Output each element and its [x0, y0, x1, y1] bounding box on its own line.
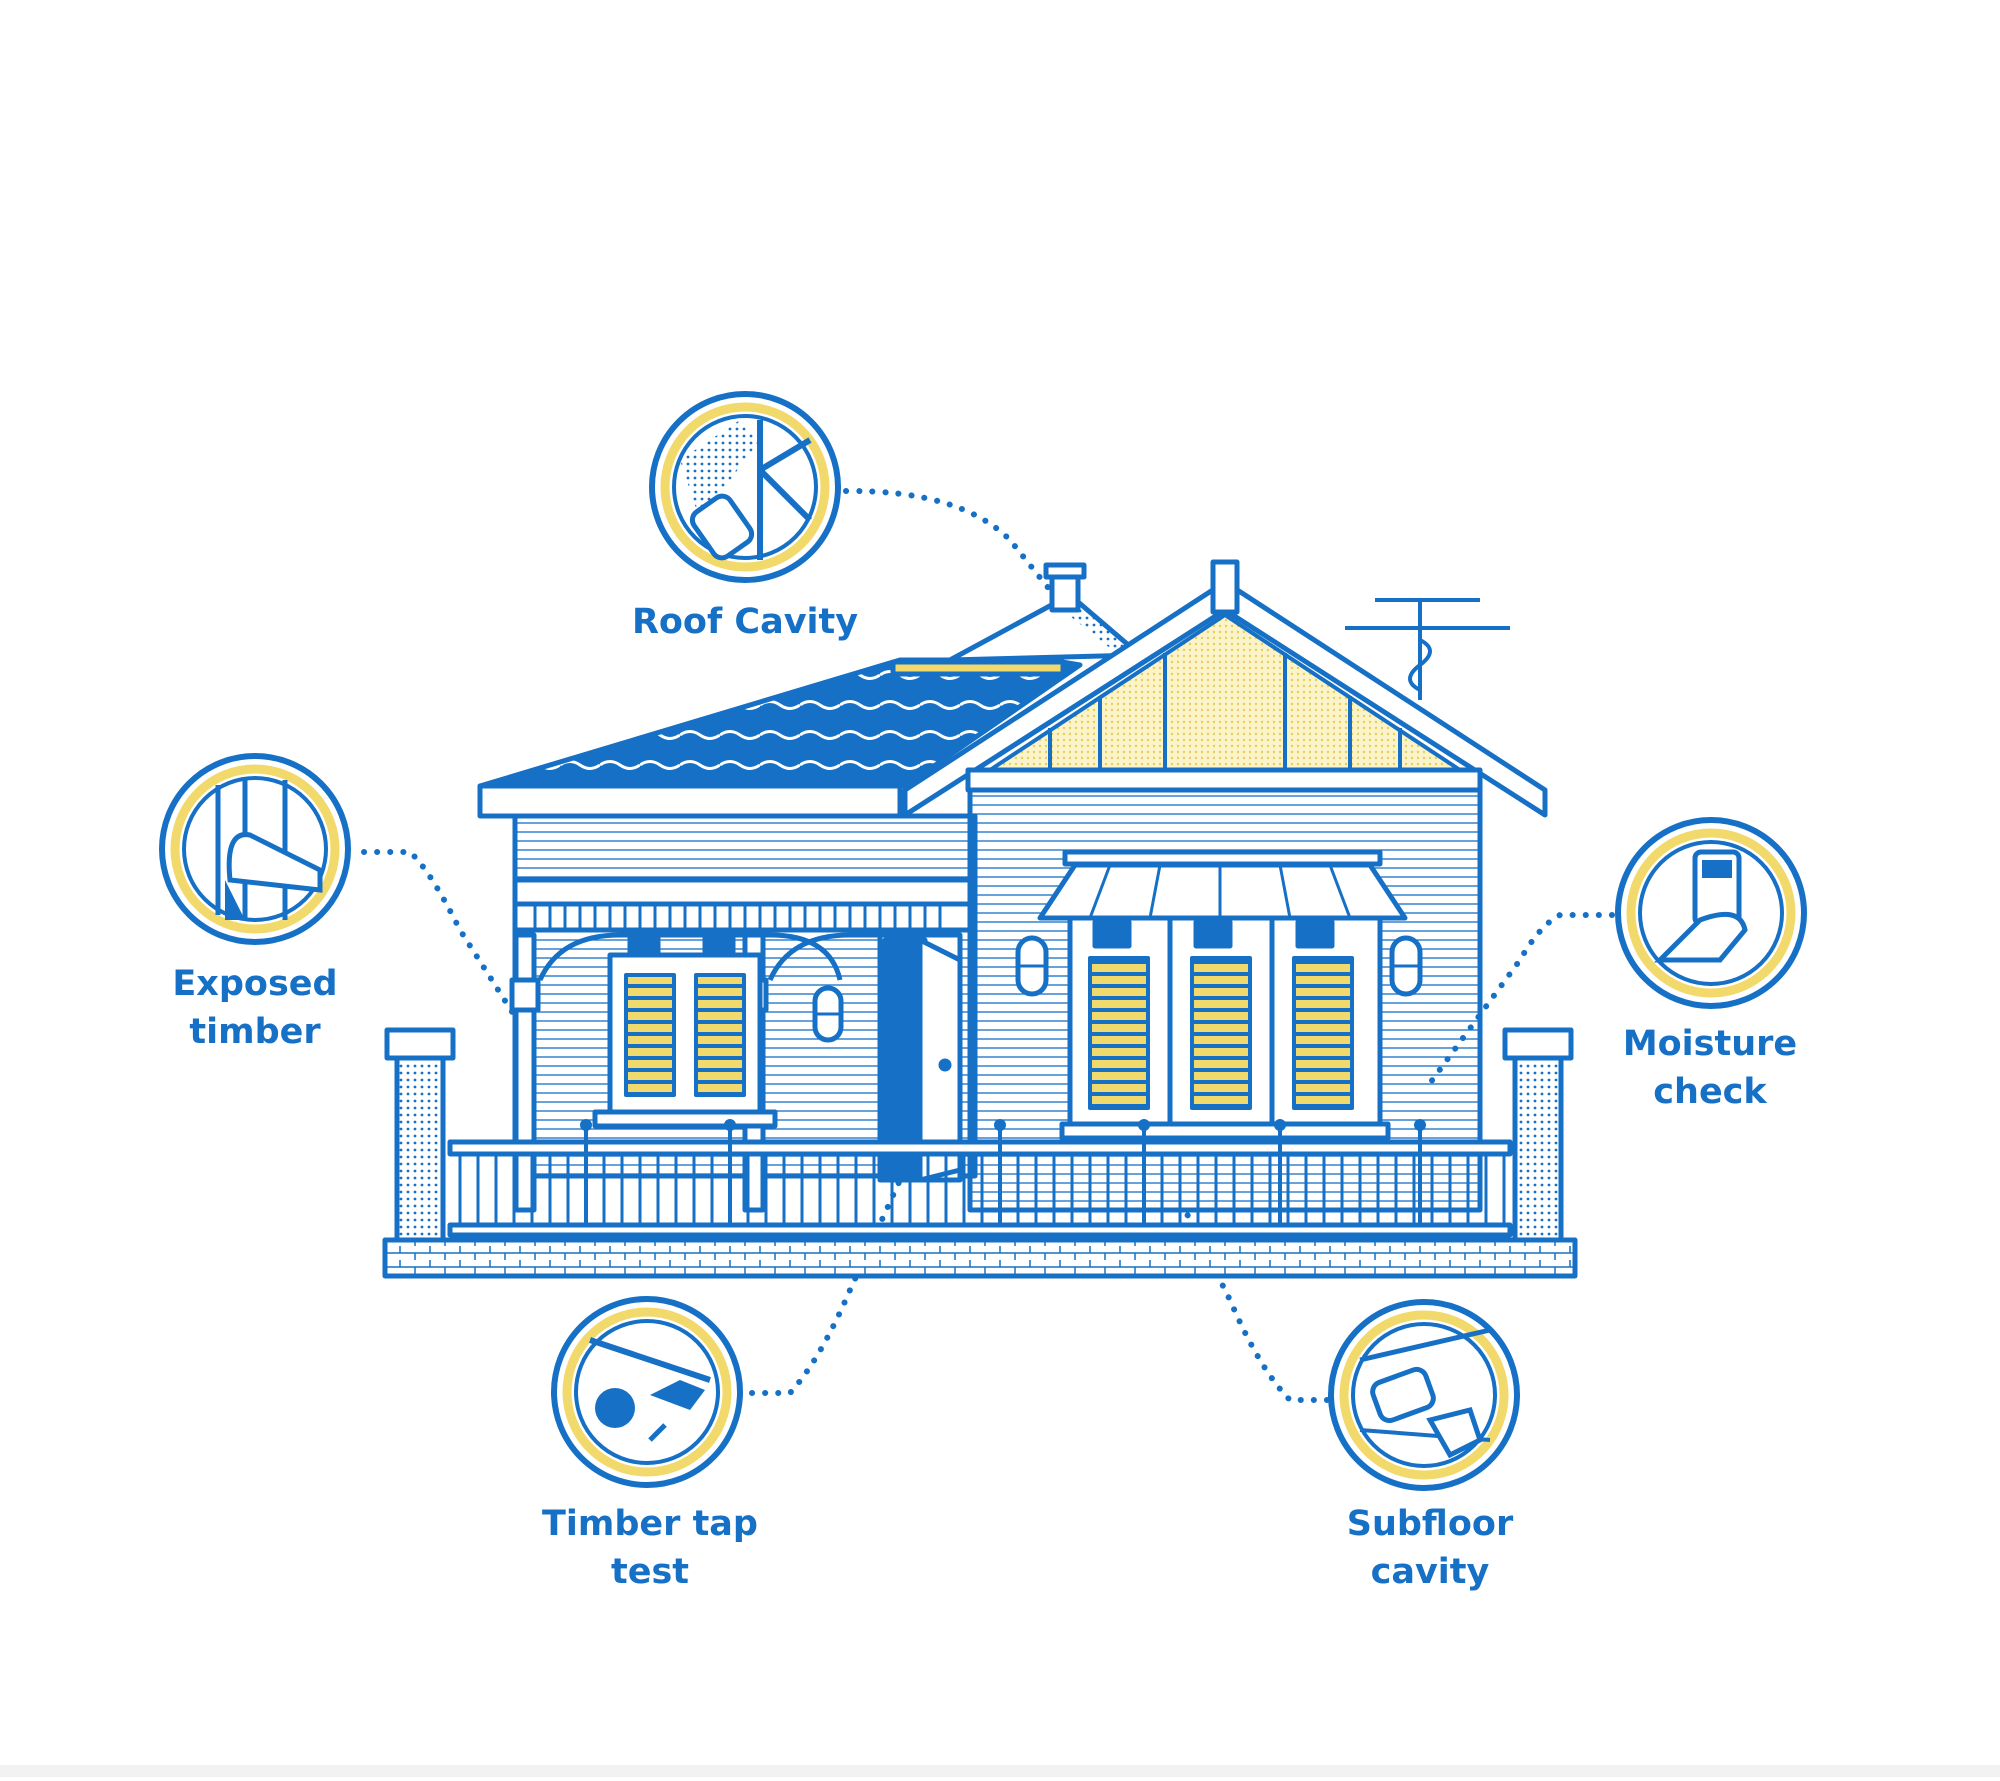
rear-gable: [947, 592, 1143, 663]
fence-pillar-right: [1512, 1055, 1564, 1243]
leader-timber-tap: [749, 1177, 903, 1396]
label-roof-cavity-text: Roof Cavity: [631, 602, 859, 642]
label-subfloor-cavity: Subfloor cavity: [1290, 1500, 1570, 1596]
leader-moisture-check: [1422, 912, 1615, 1093]
house: [382, 559, 1578, 1279]
label-exposed-timber-line1: Exposed: [172, 964, 338, 1004]
label-exposed-timber-line2: timber: [189, 1012, 321, 1052]
leader-subfloor: [1182, 1207, 1330, 1403]
icon-moisture-check: [1615, 817, 1807, 1009]
label-timber-tap-test-line2: test: [610, 1552, 690, 1592]
label-moisture-check-line2: check: [1653, 1072, 1767, 1112]
verandah-frieze: [512, 901, 973, 933]
awning-rail: [1062, 849, 1383, 867]
fence-rail: [447, 1139, 1513, 1157]
label-timber-tap-test: Timber tap test: [500, 1500, 800, 1596]
window-awning: [1037, 862, 1408, 921]
icon-subfloor-cavity: [1328, 1299, 1520, 1491]
hip-roof-tiles: [515, 668, 1050, 785]
label-timber-tap-test-line1: Timber tap: [542, 1504, 758, 1544]
label-subfloor-cavity-line2: cavity: [1370, 1552, 1490, 1592]
icon-timber-tap-test: [551, 1296, 743, 1488]
brick-base: [382, 1237, 1578, 1279]
fence-pillar-left: [394, 1055, 446, 1243]
label-roof-cavity: Roof Cavity: [595, 598, 895, 646]
gable-finial: [1210, 559, 1240, 615]
icon-roof-cavity: [649, 391, 841, 583]
label-moisture-check-line1: Moisture: [1622, 1024, 1798, 1064]
tv-antenna: [1345, 598, 1510, 700]
left-wing-eave: [477, 783, 903, 819]
label-subfloor-cavity-line1: Subfloor: [1346, 1504, 1514, 1544]
label-moisture-check: Moisture check: [1570, 1020, 1850, 1116]
leader-roof-cavity: [843, 487, 1053, 593]
bottom-strip: [0, 1765, 2000, 1777]
label-exposed-timber: Exposed timber: [115, 960, 395, 1056]
icon-exposed-timber: [159, 753, 351, 945]
ridge-cap: [890, 659, 1066, 677]
leader-lines: [361, 487, 1615, 1403]
